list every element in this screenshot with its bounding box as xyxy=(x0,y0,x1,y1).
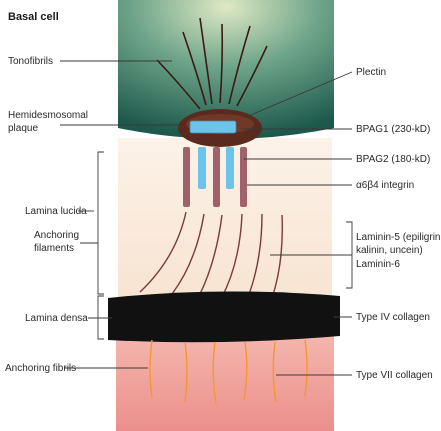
lamina-lucida-region xyxy=(118,138,332,298)
label-tonofibrils: Tonofibrils xyxy=(8,56,53,67)
transmembrane-rods xyxy=(183,147,247,207)
label-bpag1: BPAG1 (230-kD) xyxy=(356,124,430,135)
label-lamina-lucida: Lamina lucida xyxy=(25,206,87,217)
label-plectin: Plectin xyxy=(356,67,386,78)
brackets xyxy=(97,151,353,340)
label-hemidesmosomal-line1: Hemidesmosomal xyxy=(8,110,88,121)
label-laminin-line2: kalinin, uncein) xyxy=(356,245,423,256)
label-anchoring-filaments-line2: filaments xyxy=(34,243,74,254)
lamina-densa xyxy=(108,291,340,343)
label-integrin: α6β4 integrin xyxy=(356,180,414,191)
label-lamina-densa: Lamina densa xyxy=(25,313,88,324)
label-type-iv-collagen: Type IV collagen xyxy=(356,312,430,323)
label-laminin-line3: Laminin-6 xyxy=(356,259,400,270)
label-bpag2: BPAG2 (180-kD) xyxy=(356,154,430,165)
label-hemidesmosomal-line2: plaque xyxy=(8,123,38,134)
basal-cell xyxy=(118,0,334,139)
bpag1-bar xyxy=(189,120,237,134)
anchoring-fibrils xyxy=(149,339,308,405)
leader-lines xyxy=(60,60,353,376)
dermis-region xyxy=(116,335,334,431)
label-anchoring-filaments-line1: Anchoring xyxy=(34,230,79,241)
label-laminin-line1: Laminin-5 (epiligrin, xyxy=(356,232,441,243)
basal-cell-title: Basal cell xyxy=(8,11,59,23)
tonofibrils xyxy=(156,17,268,110)
anchoring-filaments xyxy=(139,211,283,299)
label-anchoring-fibrils: Anchoring fibrils xyxy=(5,363,76,374)
label-type-vii-collagen: Type VII collagen xyxy=(356,370,433,381)
